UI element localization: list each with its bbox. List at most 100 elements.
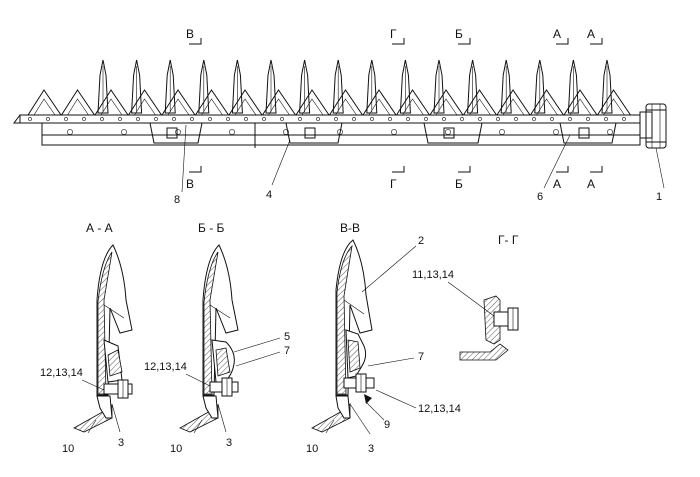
rivet-hole xyxy=(568,117,572,121)
bolt-hole xyxy=(67,129,73,135)
rivet-hole xyxy=(514,117,518,121)
rivet-hole xyxy=(100,117,104,121)
guard-finger xyxy=(500,59,512,114)
bolt-hole xyxy=(391,129,397,135)
rivet-hole xyxy=(298,117,302,121)
bolt-hole xyxy=(553,129,559,135)
knife-section-inner xyxy=(335,98,357,116)
knife-section xyxy=(262,89,296,116)
section-mark-a2-top: А xyxy=(587,27,595,41)
knife-section xyxy=(563,89,598,116)
mounting-bracket xyxy=(285,122,343,144)
guard-finger xyxy=(433,59,445,114)
bolt-hole xyxy=(121,129,127,135)
rivet-hole xyxy=(478,117,482,121)
bracket-nut xyxy=(578,127,590,139)
knife-section xyxy=(396,89,430,116)
bolt-hole xyxy=(499,129,505,135)
knife-section xyxy=(496,89,531,116)
callout-bb-3: 3 xyxy=(226,437,232,449)
rivet-hole xyxy=(244,117,248,121)
section-marks-bottom: В Г Б А А xyxy=(186,166,603,191)
bolt-hole xyxy=(283,129,289,135)
callout-gg-11-13-14: 11,13,14 xyxy=(412,269,454,281)
rivet-hole xyxy=(190,117,194,121)
guard-finger xyxy=(299,59,311,114)
rivet-hole xyxy=(352,117,356,121)
bolt-hole xyxy=(445,129,451,135)
section-mark-b-top: Б xyxy=(455,27,463,41)
guard-finger xyxy=(164,59,176,114)
knife-section xyxy=(463,89,497,116)
knife-section-inner xyxy=(268,98,290,116)
section-title-aa: А - А xyxy=(86,221,113,235)
section-aa: А - А 12,13,14 10 3 xyxy=(40,221,133,455)
bolt-hole xyxy=(229,129,235,135)
callout-aa-10: 10 xyxy=(62,443,74,455)
rivet-hole xyxy=(622,117,626,121)
top-callouts: 8 4 6 1 xyxy=(174,124,665,206)
knife-section-inner xyxy=(435,98,458,116)
callout-vv-12-13-14: 12,13,14 xyxy=(418,403,461,415)
bracket-nut xyxy=(304,127,316,139)
knife-section-inner xyxy=(167,98,190,116)
section-mark-g-bottom: Г xyxy=(390,177,397,191)
knife-section xyxy=(195,89,229,116)
knife-section-inner xyxy=(301,98,324,116)
knife-section xyxy=(228,89,263,116)
guard-finger xyxy=(467,59,479,114)
callout-vv-9: 9 xyxy=(384,419,390,431)
knife-section-inner xyxy=(368,98,391,116)
guard-finger xyxy=(131,59,143,114)
section-mark-g-top: Г xyxy=(390,27,397,41)
knife-section-inner xyxy=(234,98,257,116)
knife-section xyxy=(161,89,196,116)
rivet-hole xyxy=(208,117,212,121)
guard-finger xyxy=(399,59,411,114)
mounting-bracket xyxy=(423,122,483,144)
rivet-hole xyxy=(496,117,500,121)
knife-section-inner xyxy=(100,98,123,116)
guard-finger xyxy=(231,59,243,114)
rivet-hole xyxy=(118,117,122,121)
knife-section-inner xyxy=(134,98,156,116)
rivet-hole xyxy=(604,117,608,121)
rivet-hole xyxy=(280,117,284,121)
knife-section xyxy=(61,89,95,116)
guard-finger xyxy=(534,59,546,114)
callout-vv-2: 2 xyxy=(418,235,424,247)
section-mark-a1-top: А xyxy=(553,27,561,41)
guard-finger xyxy=(366,59,378,114)
rivet-hole xyxy=(550,117,554,121)
rivet-hole xyxy=(532,117,536,121)
rivet-hole xyxy=(586,117,590,121)
knife-section xyxy=(362,89,397,116)
bolt-hole xyxy=(607,129,613,135)
section-bb: Б - Б 5 7 12,13,14 10 3 xyxy=(144,221,290,455)
rivet-hole xyxy=(46,117,50,121)
callout-8: 8 xyxy=(174,194,180,206)
knife-section-inner xyxy=(33,98,56,116)
section-mark-v-bottom: В xyxy=(186,177,194,191)
guard-finger xyxy=(567,59,579,114)
knife-section-inner xyxy=(201,98,223,116)
rivet-hole xyxy=(262,117,266,121)
rivet-hole xyxy=(442,117,446,121)
rivet-hole xyxy=(316,117,320,121)
rivet-hole xyxy=(460,117,464,121)
bolt-hole xyxy=(175,129,181,135)
guard-finger xyxy=(601,59,613,114)
mounting-bracket xyxy=(149,122,203,144)
guard-finger xyxy=(332,59,344,114)
bracket-nut xyxy=(443,127,455,139)
rivet-hole xyxy=(388,117,392,121)
callout-bb-7: 7 xyxy=(284,345,290,357)
knife-section-inner xyxy=(67,98,89,116)
guard-finger xyxy=(265,59,277,114)
rivet-hole xyxy=(82,117,86,121)
callout-bb-12-13-14: 12,13,14 xyxy=(144,361,187,373)
callout-6: 6 xyxy=(537,191,543,203)
section-mark-b-bottom: Б xyxy=(455,177,463,191)
knife-section-inner xyxy=(402,98,424,116)
callout-vv-3: 3 xyxy=(368,443,374,455)
